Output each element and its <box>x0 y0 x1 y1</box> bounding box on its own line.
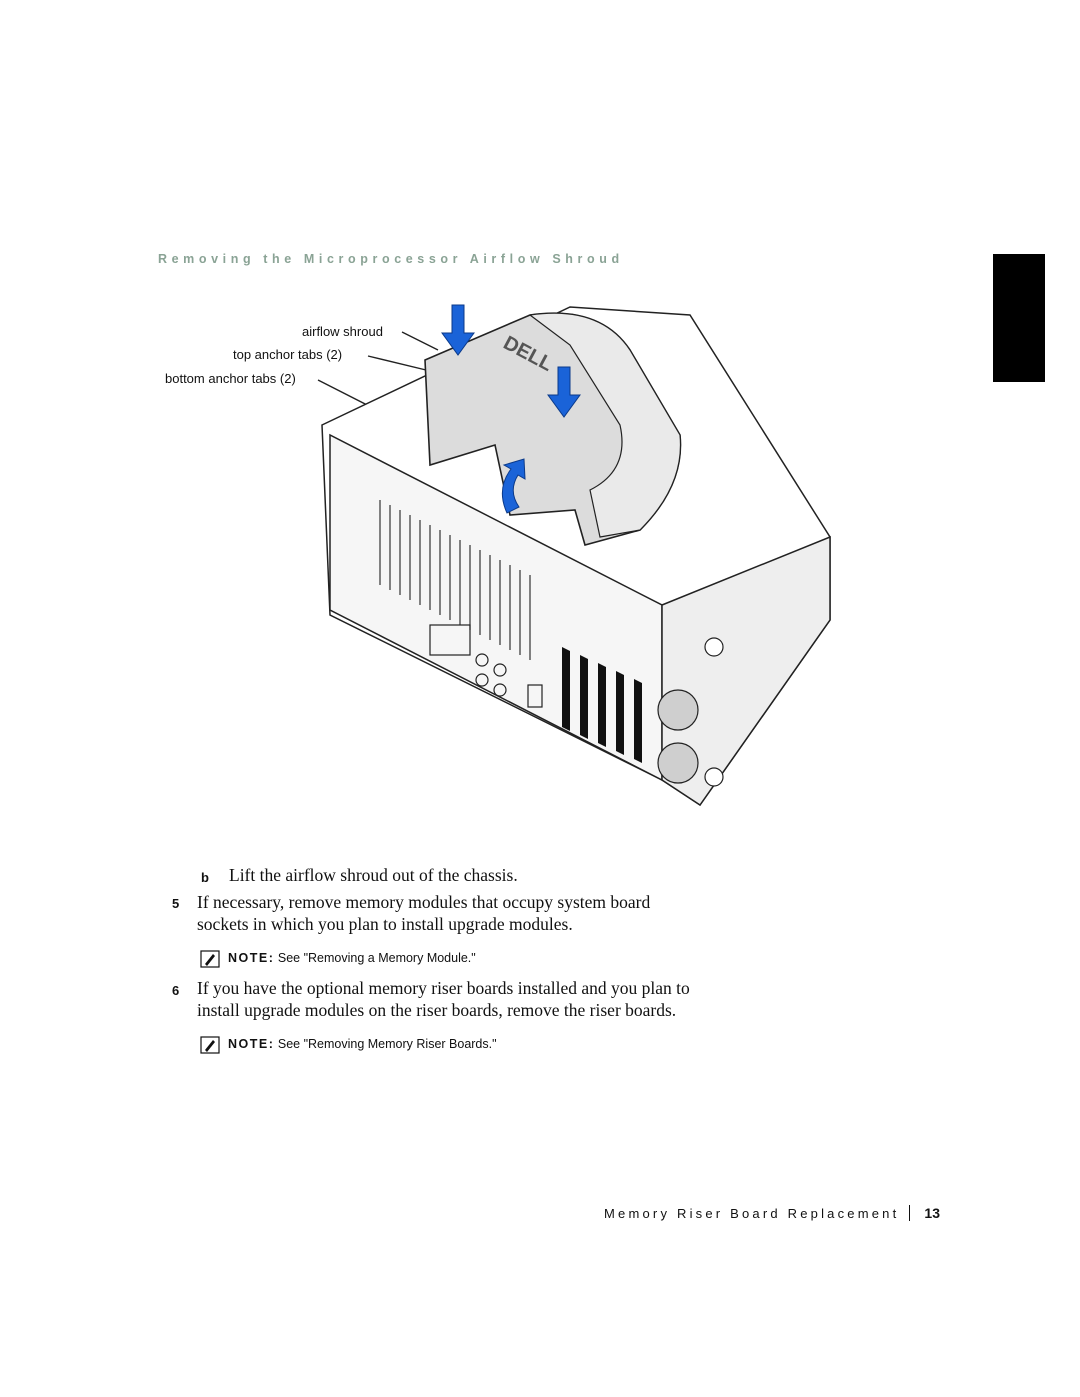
callout-airflow-shroud: airflow shroud <box>302 324 383 339</box>
footer-separator <box>909 1205 911 1221</box>
footer-title: Memory Riser Board Replacement <box>604 1206 900 1221</box>
page-number: 13 <box>924 1205 940 1221</box>
airflow-shroud: DELL <box>424 312 682 546</box>
io-ports <box>429 624 543 708</box>
figure-title: Removing the Microprocessor Airflow Shro… <box>158 252 624 266</box>
step-5-text-line1: If necessary, remove memory modules that… <box>197 892 651 912</box>
step-marker-6: 6 <box>172 983 180 998</box>
rear-grille <box>379 500 531 660</box>
page-footer: Memory Riser Board Replacement 13 <box>604 1205 940 1221</box>
step-marker-5: 5 <box>172 896 180 911</box>
note-text: See "Removing Memory Riser Boards." <box>277 1037 497 1051</box>
chassis-illustration: DELL <box>317 304 831 807</box>
thumb-tab <box>993 254 1045 382</box>
step-marker-b: b <box>201 870 209 885</box>
note-label: NOTE: <box>228 1037 275 1051</box>
leader-line <box>367 355 427 371</box>
note-label: NOTE: <box>228 951 275 965</box>
lift-arrow <box>501 458 526 514</box>
leader-line <box>401 331 439 351</box>
step-6-text-line2: install upgrade modules on the riser boa… <box>197 1000 677 1020</box>
step-5-text-line2: sockets in which you plan to install upg… <box>197 914 573 934</box>
expansion-slots <box>562 647 642 763</box>
press-arrows <box>441 304 581 418</box>
callout-top-anchor-tabs: top anchor tabs (2) <box>233 347 343 362</box>
callout-bottom-anchor-tabs: bottom anchor tabs (2) <box>165 371 296 386</box>
power-supply-fans <box>657 637 724 787</box>
note-pencil-icon <box>200 950 220 968</box>
note-text: See "Removing a Memory Module." <box>277 951 476 965</box>
step-6-text-line1: If you have the optional memory riser bo… <box>197 978 690 998</box>
note-memory-riser-boards: NOTE: See "Removing Memory Riser Boards.… <box>228 1037 497 1051</box>
step-b-text: Lift the airflow shroud out of the chass… <box>229 865 518 885</box>
note-pencil-icon <box>200 1036 220 1054</box>
note-memory-module: NOTE: See "Removing a Memory Module." <box>228 951 476 965</box>
